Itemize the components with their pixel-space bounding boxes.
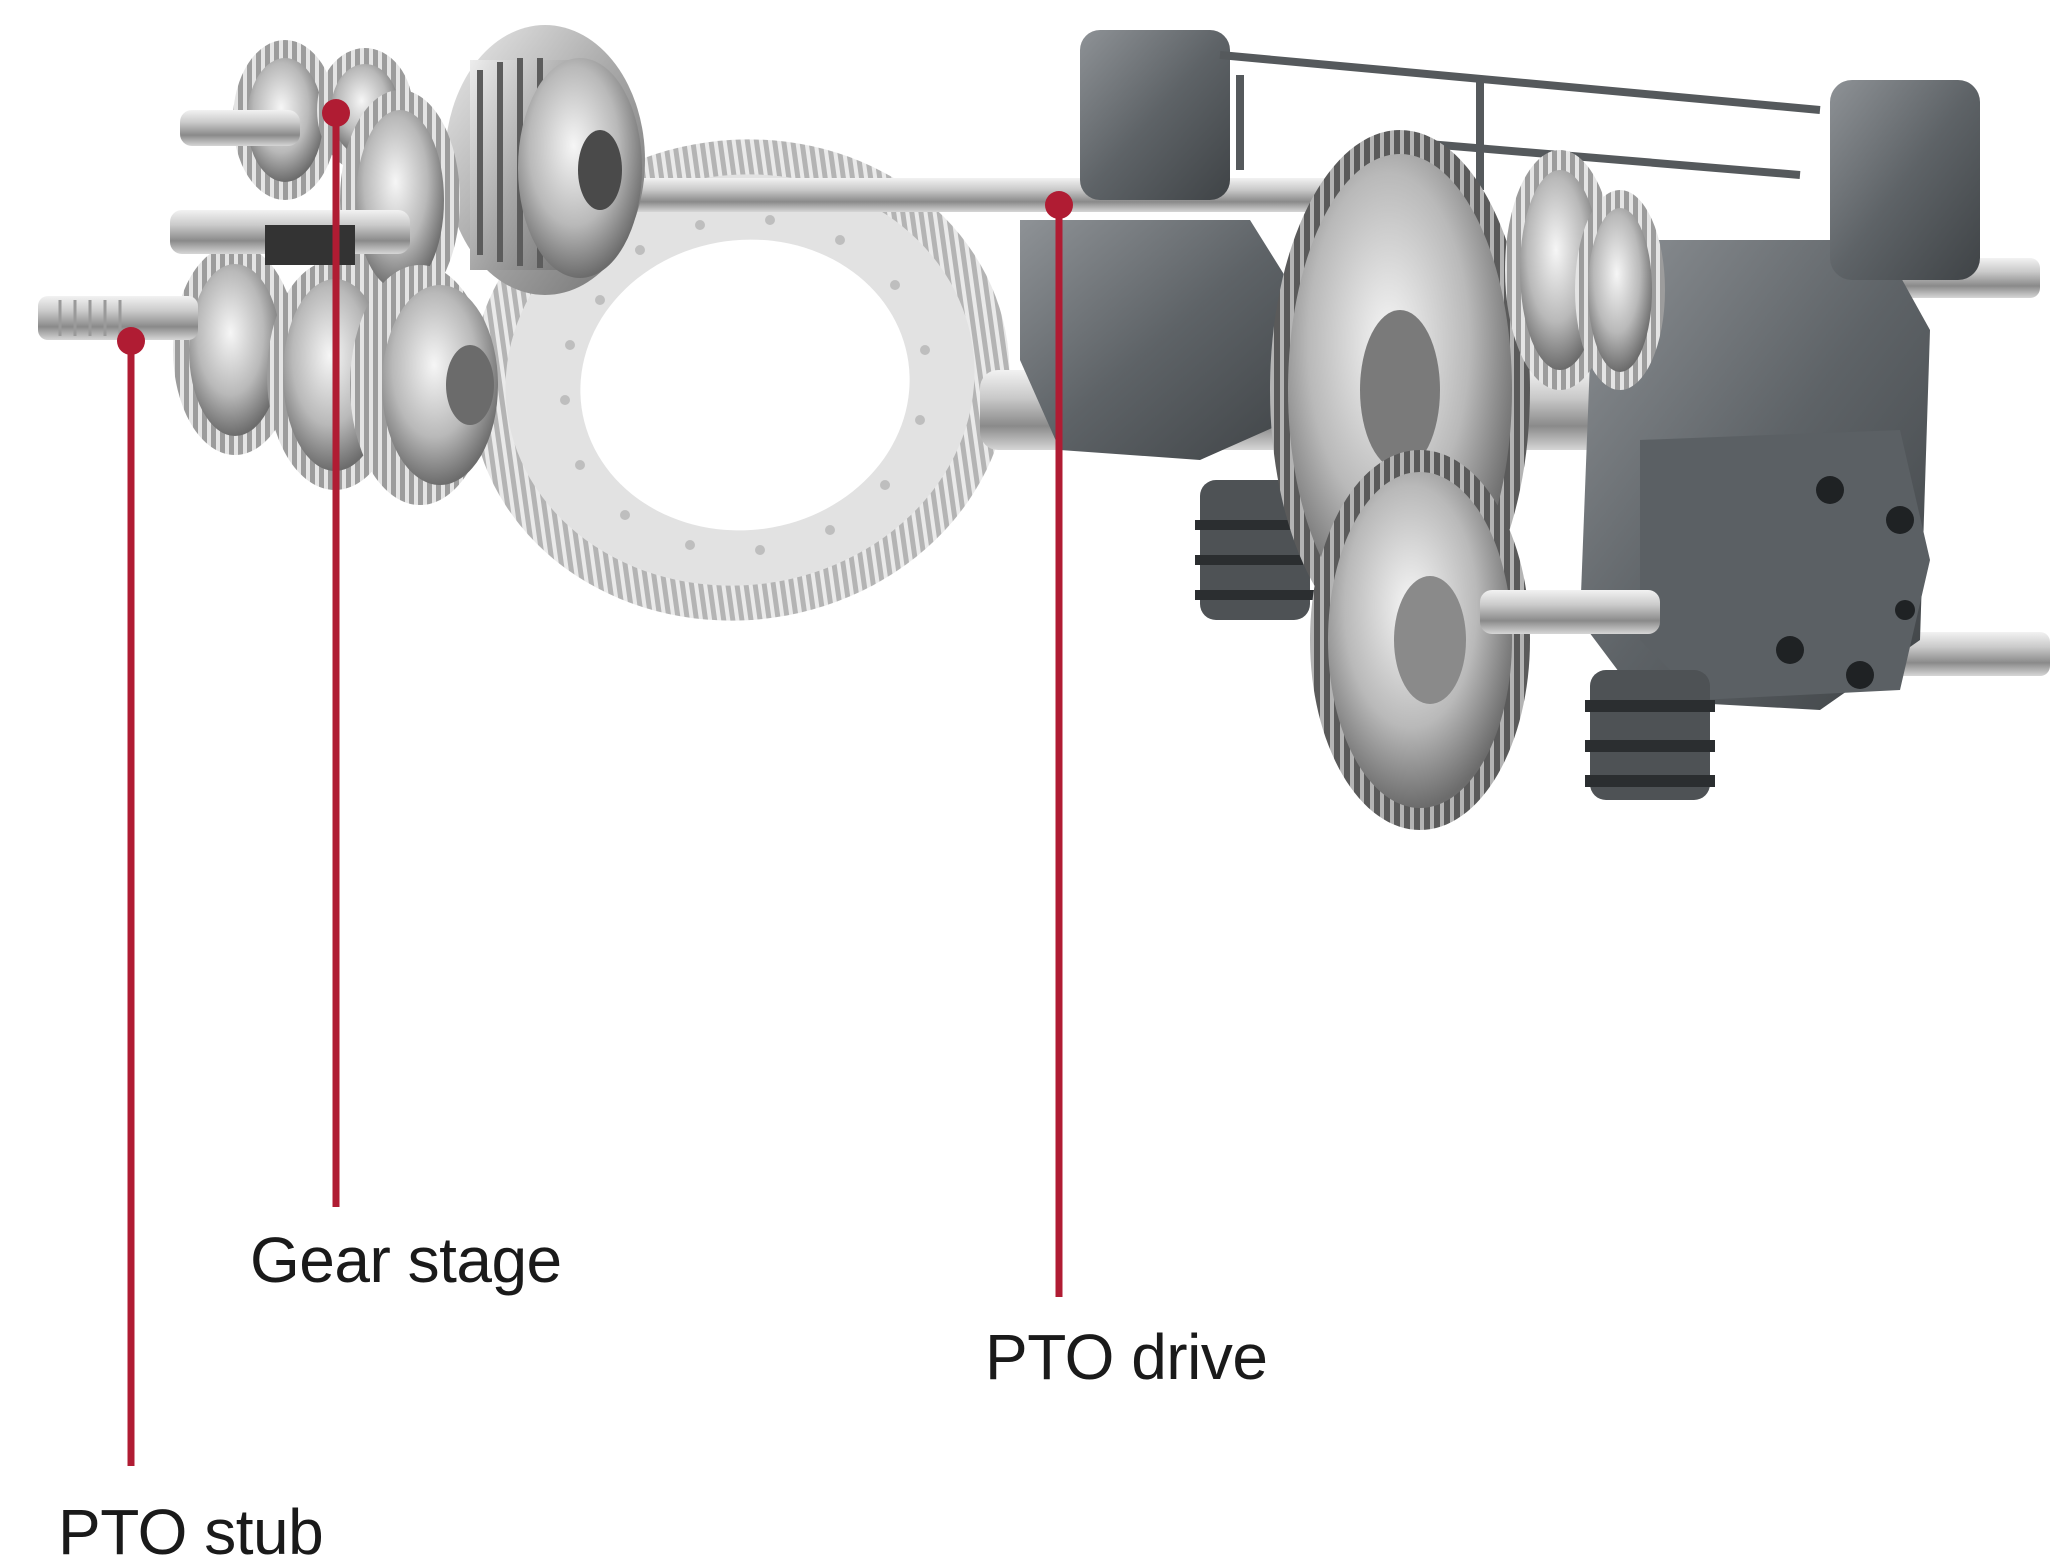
- pto-stub-shaft: [38, 296, 198, 340]
- callout-gear-stage-leader: [322, 99, 350, 1207]
- callout-label-gear-stage: Gear stage: [250, 1224, 562, 1296]
- mid-gears: [1505, 150, 1665, 390]
- valve-housing-right: [1580, 80, 1980, 800]
- clutch-drum: [445, 25, 645, 295]
- frame-rods: [1219, 51, 1821, 190]
- hydraulic-housing-left: [1020, 30, 1315, 620]
- gearbox-illustration: [38, 25, 2050, 830]
- lower-gear: [1310, 450, 1530, 830]
- callout-label-pto-drive: PTO drive: [985, 1321, 1268, 1393]
- callout-label-pto-stub: PTO stub: [58, 1496, 324, 1568]
- callout-pto-drive-leader: [1045, 191, 1073, 1297]
- callout-pto-stub-leader: [117, 327, 145, 1466]
